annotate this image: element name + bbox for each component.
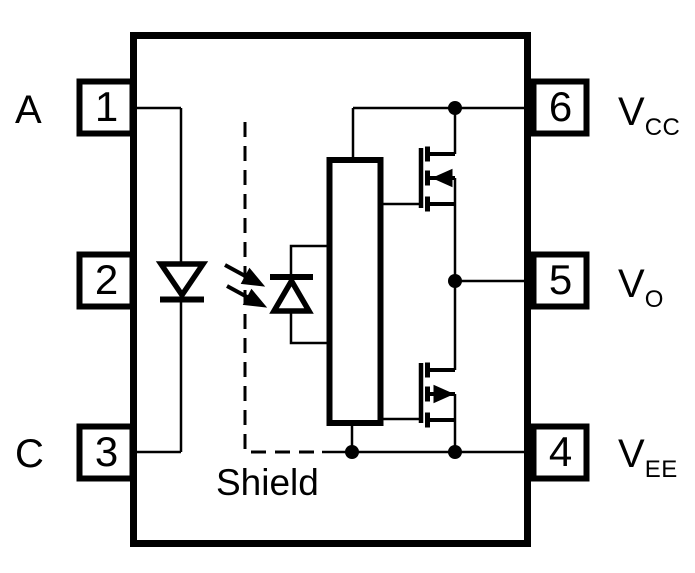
shield-dashed-line-icon	[243, 122, 322, 454]
vee-sub: EE	[644, 456, 678, 483]
pin-box-6	[530, 78, 590, 137]
shield-label: Shield	[216, 462, 319, 503]
vee-main: V	[618, 432, 645, 476]
junction-dots	[345, 101, 462, 459]
pin-box-2	[76, 251, 136, 310]
pin-boxes	[76, 78, 590, 482]
pin-number-1: 1	[94, 83, 119, 130]
output-wires	[380, 108, 534, 452]
vo-main: V	[618, 262, 645, 306]
pin-number-6: 6	[548, 83, 573, 130]
pin-label-vee: VEE	[618, 434, 678, 482]
light-arrows-icon	[224, 263, 268, 308]
pin-label-vcc: VCC	[618, 92, 680, 140]
pin-box-3	[76, 423, 136, 482]
pin-box-1	[76, 78, 136, 137]
pin-number-5: 5	[548, 256, 573, 303]
pin-box-4	[530, 423, 590, 482]
vcc-sub: CC	[644, 114, 681, 141]
pin-number-2: 2	[94, 256, 119, 303]
pin-number-4: 4	[548, 428, 573, 475]
photodiode-symbol-icon	[269, 274, 314, 314]
pin-label-anode: A	[15, 88, 42, 132]
vcc-main: V	[618, 90, 645, 134]
led-symbol-icon	[155, 261, 209, 303]
pin-number-3: 3	[94, 428, 119, 475]
pin-box-5	[530, 251, 590, 310]
mosfet-high-side-icon	[418, 146, 455, 212]
driver-block	[326, 157, 384, 426]
mosfet-low-side-icon	[418, 362, 455, 428]
pin-label-vo: VO	[618, 264, 664, 312]
pin-label-cathode: C	[15, 432, 44, 476]
vo-sub: O	[644, 286, 664, 313]
vcc-wire	[351, 106, 534, 165]
